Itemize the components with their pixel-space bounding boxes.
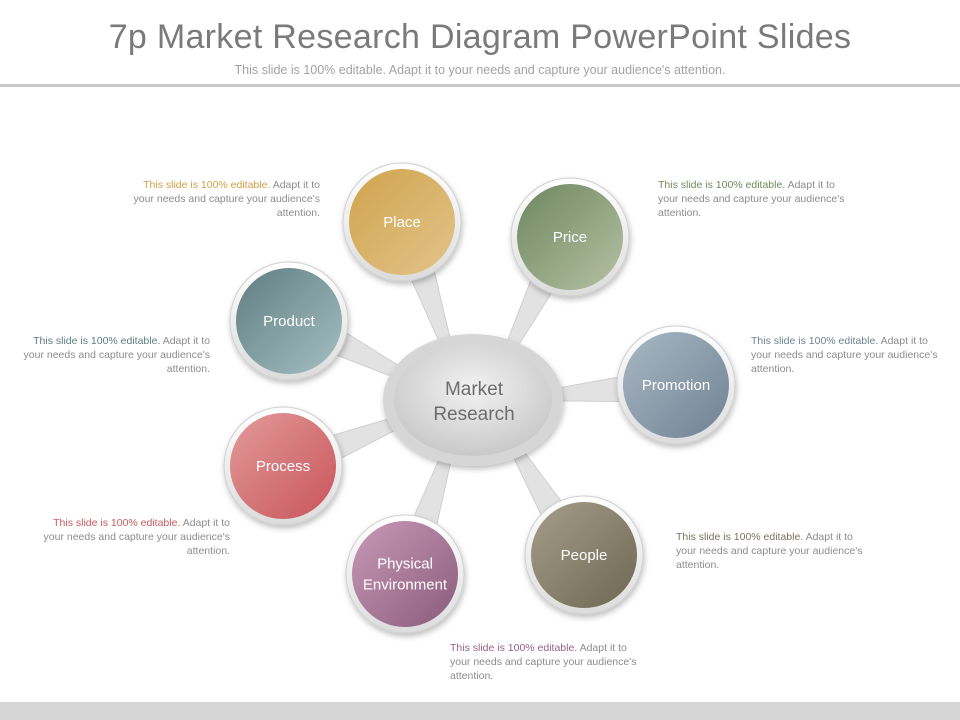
header-divider	[0, 84, 960, 87]
note-highlight-promotion: This slide is 100% editable.	[751, 335, 879, 347]
note-place: This slide is 100% editable. Adapt it to…	[120, 178, 320, 220]
note-body-process: Adapt it to your needs and capture your …	[43, 517, 230, 557]
note-highlight-physical-environment: This slide is 100% editable.	[450, 642, 578, 654]
node-fill-product	[236, 268, 342, 374]
slide-title: 7p Market Research Diagram PowerPoint Sl…	[108, 18, 852, 56]
center-node: Market Research	[383, 334, 563, 466]
note-people: This slide is 100% editable. Adapt it to…	[676, 530, 876, 572]
note-highlight-price: This slide is 100% editable.	[658, 179, 786, 191]
note-highlight-product: This slide is 100% editable.	[33, 335, 161, 347]
note-process: This slide is 100% editable. Adapt it to…	[30, 516, 230, 558]
center-label-line2: Research	[433, 404, 514, 425]
nodes-group: PlacePricePromotionPeoplePhysicalEnviron…	[223, 162, 736, 634]
note-highlight-process: This slide is 100% editable.	[53, 517, 181, 529]
slide-subtitle: This slide is 100% editable. Adapt it to…	[234, 63, 726, 77]
node-product: Product	[229, 261, 349, 381]
node-fill-price	[517, 184, 623, 290]
note-body-product: Adapt it to your needs and capture your …	[23, 335, 210, 375]
node-label-price: Price	[553, 229, 587, 246]
node-label-place: Place	[383, 214, 421, 231]
node-label-physical-environment-1: Physical	[377, 556, 433, 573]
center-label-line1: Market	[445, 379, 504, 400]
node-process: Process	[223, 406, 343, 526]
node-fill-promotion	[623, 332, 729, 438]
node-price: Price	[510, 177, 630, 297]
note-physical-environment: This slide is 100% editable. Adapt it to…	[450, 641, 650, 683]
node-label-physical-environment-2: Environment	[363, 577, 448, 594]
node-fill-place	[349, 169, 455, 275]
note-body-price: Adapt it to your needs and capture your …	[658, 179, 845, 219]
node-label-process: Process	[256, 458, 310, 475]
footer-band	[0, 702, 960, 720]
note-promotion: This slide is 100% editable. Adapt it to…	[751, 334, 951, 376]
node-label-product: Product	[263, 313, 316, 330]
note-body-place: Adapt it to your needs and capture your …	[133, 179, 320, 219]
node-label-people: People	[561, 547, 608, 564]
node-people: People	[524, 495, 644, 615]
note-body-promotion: Adapt it to your needs and capture your …	[751, 335, 938, 375]
note-price: This slide is 100% editable. Adapt it to…	[658, 178, 858, 220]
note-highlight-place: This slide is 100% editable.	[143, 179, 271, 191]
note-highlight-people: This slide is 100% editable.	[676, 531, 804, 543]
note-body-physical-environment: Adapt it to your needs and capture your …	[450, 642, 637, 682]
node-fill-people	[531, 502, 637, 608]
note-product: This slide is 100% editable. Adapt it to…	[10, 334, 210, 376]
node-fill-physical-environment	[352, 521, 458, 627]
node-fill-process	[230, 413, 336, 519]
node-place: Place	[342, 162, 462, 282]
note-body-people: Adapt it to your needs and capture your …	[676, 531, 863, 571]
node-label-promotion: Promotion	[642, 377, 710, 394]
center-fill	[394, 344, 552, 456]
node-promotion: Promotion	[616, 325, 736, 445]
